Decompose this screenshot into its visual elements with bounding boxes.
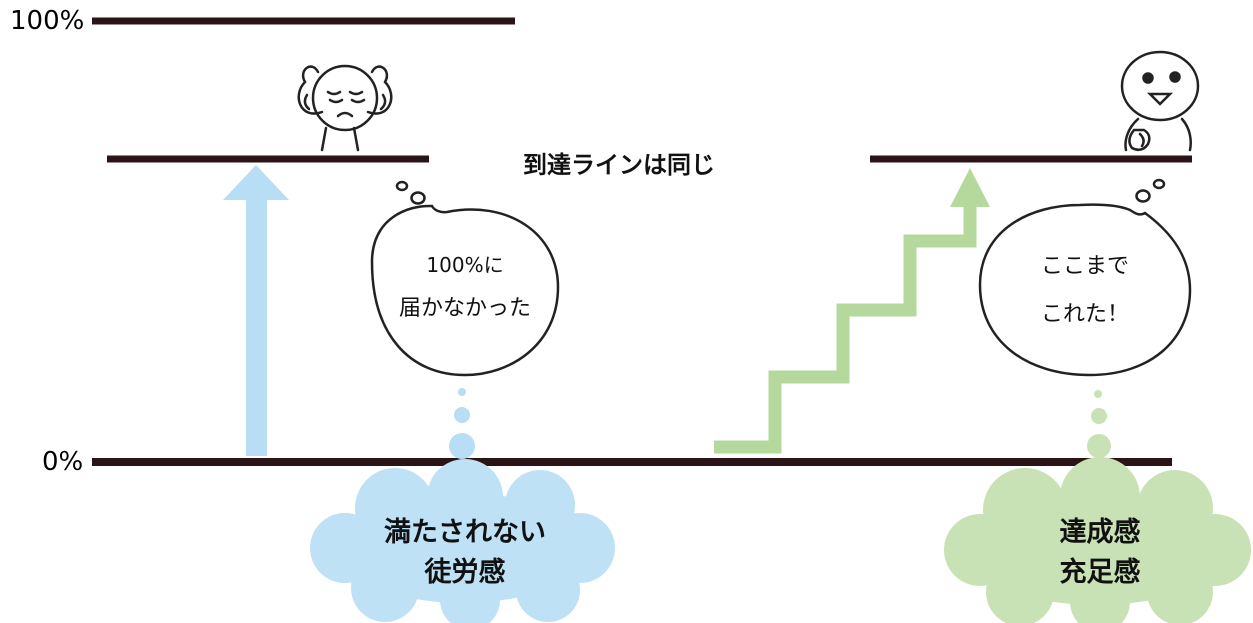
right-thought-bubble [978, 178, 1192, 377]
reach-line-label: 到達ラインは同じ [523, 151, 715, 179]
left-thought-line-2: 届かなかった [398, 296, 531, 321]
right-thought-line-1: ここまで [1040, 254, 1129, 279]
right-thought-line-2: これた！ [1040, 302, 1129, 327]
right-feeling-cloud [944, 457, 1251, 623]
label-0-percent: 0% [42, 447, 84, 477]
left-thought-bubble [370, 180, 560, 377]
left-thought-text: 100%に 届かなかった [375, 243, 555, 331]
right-feeling-text: 達成感 充足感 [1000, 513, 1200, 593]
left-feeling-text: 満たされない 徒労感 [340, 513, 590, 593]
left-feeling-line-1: 満たされない [384, 517, 546, 548]
label-100-percent: 100% [10, 6, 85, 36]
left-thought-line-1: 100%に [426, 253, 504, 277]
straight-up-arrow [223, 165, 289, 456]
right-bubble-dots [1087, 390, 1111, 458]
left-bubble-dots [449, 388, 475, 459]
left-feeling-line-2: 徒労感 [424, 557, 506, 588]
staircase-arrow [714, 168, 990, 454]
left-feeling-cloud [310, 459, 615, 623]
right-feeling-line-2: 充足感 [1059, 557, 1141, 588]
right-feeling-line-1: 達成感 [1059, 517, 1141, 548]
happy-person-icon [1120, 50, 1200, 152]
right-thought-text: ここまで これた！ [985, 243, 1185, 339]
stressed-person-icon [297, 64, 393, 152]
